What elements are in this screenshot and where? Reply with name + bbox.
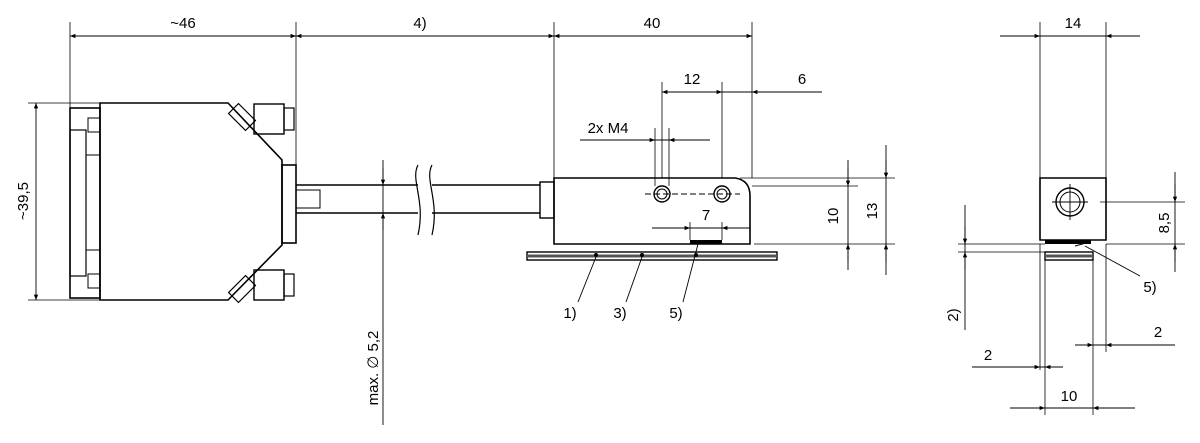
dimension-lines bbox=[28, 22, 1185, 425]
dim-side-offset-left: 2 bbox=[984, 347, 992, 364]
sensor-body bbox=[526, 177, 778, 261]
dim-hole-spacing: 12 bbox=[684, 71, 701, 88]
dim-hole-offset: 6 bbox=[798, 71, 806, 88]
dim-connector-width: ~46 bbox=[170, 15, 195, 32]
dim-side-hole-height: 8,5 bbox=[1156, 213, 1173, 234]
callout-5: 5) bbox=[669, 305, 682, 322]
callout-1: 1) bbox=[563, 305, 576, 322]
dim-side-bottom-width: 10 bbox=[1061, 388, 1078, 405]
screw-bottom bbox=[227, 269, 295, 304]
cable bbox=[295, 164, 555, 236]
dim-sensor-length: 40 bbox=[644, 15, 661, 32]
dim-height-total: 13 bbox=[864, 203, 881, 220]
screw-top bbox=[227, 102, 295, 135]
dim-cable-length: 4) bbox=[413, 15, 426, 32]
dim-side-offset-right: 2 bbox=[1154, 324, 1162, 341]
dim-gap: 2) bbox=[945, 308, 962, 321]
dim-contact-width: 7 bbox=[702, 207, 710, 224]
connector-body bbox=[69, 102, 297, 304]
dim-side-width: 14 bbox=[1065, 15, 1082, 32]
dim-cable-diameter: max. ∅ 5,2 bbox=[365, 331, 382, 406]
dim-thread: 2x M4 bbox=[588, 120, 629, 137]
callout-3: 3) bbox=[613, 305, 626, 322]
callout-5-side: 5) bbox=[1143, 279, 1156, 296]
dim-connector-height: ~39,5 bbox=[15, 182, 32, 220]
side-view bbox=[1039, 177, 1107, 261]
dim-height-inner: 10 bbox=[825, 208, 842, 225]
